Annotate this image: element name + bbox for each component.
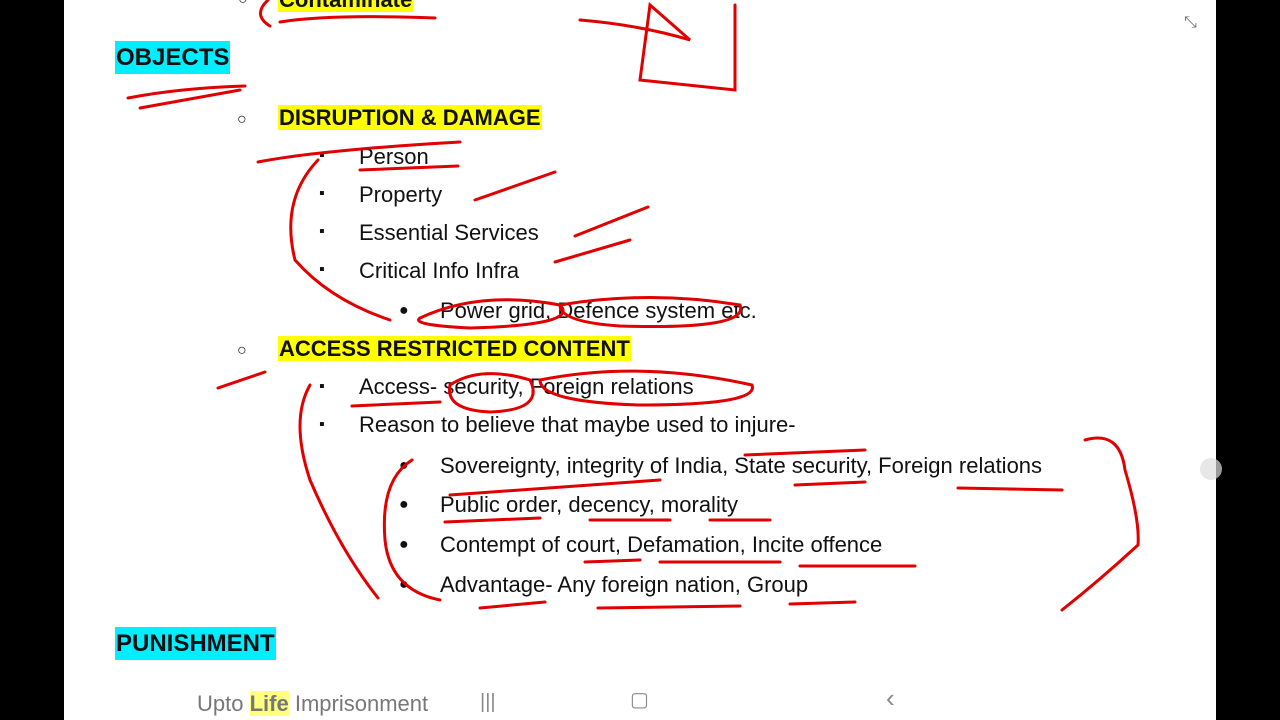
ink-stroke: [382, 458, 442, 602]
square-bullet: ▪: [319, 147, 325, 164]
ink-stroke: [578, 2, 737, 92]
dot-bullet: ●: [399, 302, 409, 319]
sub-item: Contempt of court, Defamation, Incite of…: [440, 532, 883, 557]
list-item: Critical Info Infra: [359, 258, 520, 283]
sub-item: Advantage- Any foreign nation, Group: [440, 572, 809, 597]
ink-stroke: [259, 0, 272, 28]
ink-stroke: [558, 296, 743, 329]
ink-stroke: [583, 558, 917, 568]
note-page: [64, 0, 1216, 720]
ink-stroke: [126, 84, 247, 110]
ink-stroke: [278, 15, 437, 24]
sub-item: Public order, decency, morality: [440, 492, 738, 517]
square-bullet: ▪: [319, 223, 325, 240]
ink-stroke: [1060, 436, 1140, 612]
heading-punishment: PUNISHMENT: [115, 627, 276, 660]
punishment-text: Upto Life Imprisonment: [197, 691, 429, 716]
ink-stroke: [289, 158, 392, 322]
ink-stroke: [553, 205, 650, 264]
hollow-bullet: ○: [237, 111, 247, 128]
item-contaminate: Contaminate: [278, 0, 414, 14]
ink-stroke: [298, 383, 380, 600]
list-item: Property: [359, 182, 443, 207]
section-title: ACCESS RESTRICTED CONTENT: [278, 336, 631, 361]
ink-stroke: [743, 448, 1064, 492]
sub-item: Power grid, Defence system etc.: [440, 298, 757, 323]
ink-stroke: [256, 140, 462, 164]
ink-stroke: [350, 400, 442, 408]
dot-bullet: ●: [399, 536, 409, 553]
recents-nav-icon[interactable]: |||: [480, 691, 496, 713]
square-bullet: ▪: [319, 261, 325, 278]
ink-stroke: [417, 298, 565, 330]
list-item: Essential Services: [359, 220, 539, 245]
ink-stroke: [478, 600, 857, 610]
hollow-bullet: ○: [238, 0, 248, 14]
sub-item: Sovereignty, integrity of India, State s…: [440, 453, 1043, 478]
ink-stroke: [358, 164, 460, 172]
floating-button[interactable]: [1200, 458, 1222, 480]
square-bullet: ▪: [319, 378, 325, 395]
list-item: Reason to believe that maybe used to inj…: [359, 412, 796, 437]
ink-stroke: [448, 372, 535, 414]
square-bullet: ▪: [319, 416, 325, 433]
ink-stroke: [473, 170, 557, 202]
ink-stroke: [538, 369, 754, 407]
home-nav-icon[interactable]: ▢: [630, 689, 649, 711]
ink-stroke: [443, 478, 772, 524]
ink-stroke: [216, 370, 267, 390]
back-nav-icon[interactable]: ‹: [886, 683, 895, 713]
hollow-bullet: ○: [237, 342, 247, 359]
exit-fullscreen-icon[interactable]: ⤡: [1184, 14, 1197, 31]
heading-objects: OBJECTS: [115, 41, 231, 74]
section-title: DISRUPTION & DAMAGE: [278, 105, 542, 130]
square-bullet: ▪: [319, 185, 325, 202]
dot-bullet: ●: [399, 496, 409, 513]
